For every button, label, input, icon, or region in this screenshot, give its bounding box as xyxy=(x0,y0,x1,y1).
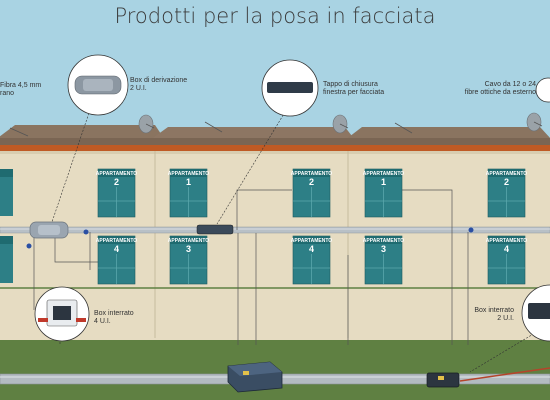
label-box-derivation-line1: Box di derivazione xyxy=(130,77,188,84)
window-number: 4 xyxy=(309,244,314,254)
window-row-bottom: APPARTAMENTO4APPARTAMENTO3APPARTAMENTO4A… xyxy=(96,235,528,285)
label-cap-line1: Tappo di chiusura xyxy=(323,81,378,88)
splice-point xyxy=(26,243,32,249)
window-number: 2 xyxy=(309,177,314,187)
buried-box-icon xyxy=(426,372,460,388)
building-wall xyxy=(0,150,550,340)
label-cable-right-line2: fibre ottiche da esterno xyxy=(464,89,536,96)
label-cable-right-line1: Cavo da 12 o 24 xyxy=(484,81,536,88)
window-label: APPARTAMENTO xyxy=(168,171,210,177)
junction-box-icon xyxy=(29,221,69,239)
gutter xyxy=(0,145,550,151)
closure-cap-icon xyxy=(196,224,234,235)
facade-pipe xyxy=(0,226,550,234)
window-label: APPARTAMENTO xyxy=(363,171,405,177)
splice-point xyxy=(83,229,89,235)
label-cap: Tappo di chiusura finestra per facciata xyxy=(323,81,384,97)
buried-box-icon xyxy=(227,361,283,393)
label-cap-line2: finestra per facciata xyxy=(323,89,385,96)
callout-buried-box-left xyxy=(34,286,90,342)
label-box-internal-right-line2: 2 U.I. xyxy=(497,315,514,322)
roof-eave xyxy=(0,138,550,146)
building-wall-shadow xyxy=(0,150,550,154)
fiber-drops xyxy=(33,189,469,345)
label-box-derivation: Box di derivazione 2 U.I. xyxy=(130,77,187,93)
label-box-internal-left: Box interrato 4 U.I. xyxy=(94,310,134,326)
label-box-derivation-line2: 2 U.I. xyxy=(130,85,147,92)
callout-buried-box-right xyxy=(521,284,550,342)
label-box-internal-left-line1: Box interrato xyxy=(94,310,134,317)
window-number: 4 xyxy=(114,244,119,254)
label-box-internal-right: Box interrato 2 U.I. xyxy=(474,307,514,323)
splice-point xyxy=(468,227,474,233)
window-label: APPARTAMENTO xyxy=(486,171,528,177)
window-label: APPARTAMENTO xyxy=(486,238,528,244)
window-row-top: APPARTAMENTO2APPARTAMENTO1APPARTAMENTO2A… xyxy=(96,168,528,218)
label-box-internal-left-line2: 4 U.I. xyxy=(94,318,111,325)
window-label: APPARTAMENTO xyxy=(96,171,138,177)
callout-closure-cap xyxy=(261,59,319,117)
roof-left xyxy=(0,125,165,140)
window-label: APPARTAMENTO xyxy=(168,238,210,244)
window-partial-left xyxy=(0,169,13,283)
window-label: APPARTAMENTO xyxy=(96,238,138,244)
ground-cable-red xyxy=(459,367,550,382)
roof-middle xyxy=(150,127,355,140)
label-fiber-left: Fibra 4,5 mm rano xyxy=(0,82,41,98)
window-number: 3 xyxy=(381,244,386,254)
label-box-internal-right-line1: Box interrato xyxy=(474,307,514,314)
label-fiber-left-line1: Fibra 4,5 mm xyxy=(0,82,42,89)
satellite-dish-icon xyxy=(138,114,155,134)
window-label: APPARTAMENTO xyxy=(363,238,405,244)
satellite-dish-icon xyxy=(526,112,543,132)
label-fiber-left-line2: rano xyxy=(0,90,15,97)
window-number: 3 xyxy=(186,244,191,254)
antennas xyxy=(9,121,413,137)
page-title: Prodotti per la posa in facciata xyxy=(114,4,436,28)
satellite-dish-icon xyxy=(332,114,349,134)
roof-right xyxy=(345,127,550,140)
window-number: 2 xyxy=(114,177,119,187)
label-cable-right: Cavo da 12 o 24 fibre ottiche da esterno xyxy=(465,81,536,97)
window-number: 2 xyxy=(504,177,509,187)
callout-junction-box xyxy=(67,54,129,116)
window-label: APPARTAMENTO xyxy=(291,171,333,177)
window-number: 4 xyxy=(504,244,509,254)
window-number: 1 xyxy=(186,177,191,187)
window-number: 1 xyxy=(381,177,386,187)
window-label: APPARTAMENTO xyxy=(291,238,333,244)
callout-cable-right xyxy=(535,77,550,103)
